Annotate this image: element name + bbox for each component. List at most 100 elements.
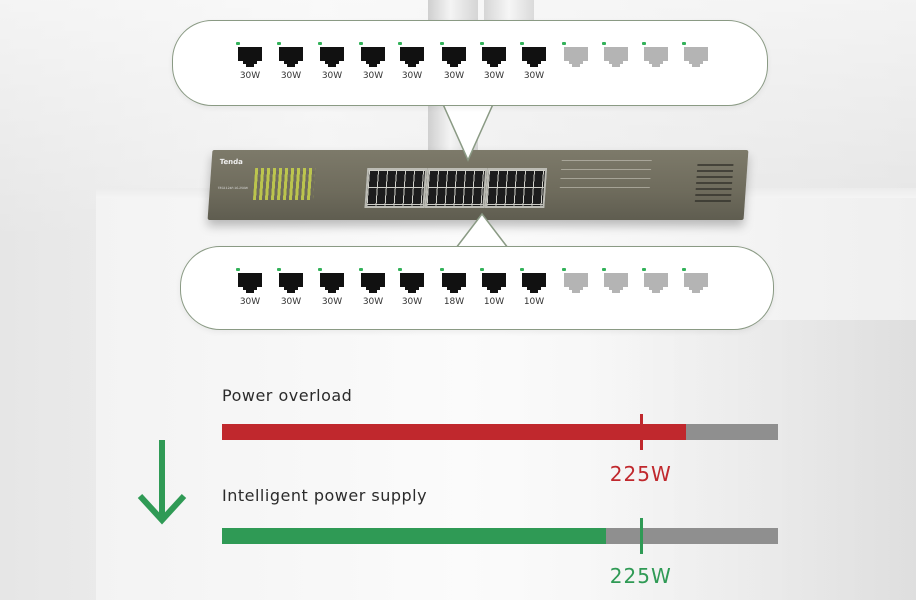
- ethernet-port-icon: 30W: [396, 268, 428, 307]
- ethernet-port-icon: 18W: [438, 268, 470, 307]
- ethernet-port-icon: 30W: [357, 268, 389, 307]
- ethernet-port-icon: [680, 268, 712, 297]
- port-led-icon: [562, 268, 566, 271]
- intelligent-supply-limit-marker: [640, 518, 644, 554]
- ethernet-port-icon: [680, 42, 712, 71]
- ethernet-port-icon: 10W: [518, 268, 550, 307]
- port-led-icon: [318, 268, 322, 271]
- top-bubble-tail: [441, 100, 495, 162]
- ethernet-port-icon: 30W: [316, 268, 348, 307]
- port-led-icon: [642, 268, 646, 271]
- ethernet-port-icon: 30W: [316, 42, 348, 81]
- port-led-icon: [520, 268, 524, 271]
- ethernet-port-icon: 30W: [275, 42, 307, 81]
- ethernet-jack: [520, 42, 546, 67]
- ethernet-jack: [520, 268, 546, 293]
- ethernet-jack: [682, 42, 708, 67]
- power-overload-title: Power overload: [222, 386, 353, 405]
- port-led-icon: [642, 42, 646, 45]
- intelligent-supply-fill: [222, 528, 606, 544]
- bottom-bubble-tail: [455, 212, 509, 250]
- ethernet-jack: [318, 42, 344, 67]
- ethernet-port-icon: 30W: [234, 268, 266, 307]
- device-port-block-3: [484, 168, 548, 208]
- power-overload-fill: [222, 424, 687, 440]
- device-port-block-1: [364, 168, 428, 208]
- port-led-icon: [398, 42, 402, 45]
- arrow-down-icon: [137, 440, 187, 525]
- device-led-panel: [252, 168, 316, 200]
- port-power-label: 30W: [443, 71, 465, 81]
- port-power-label: 30W: [239, 71, 261, 81]
- ethernet-port-icon: [640, 268, 672, 297]
- ethernet-jack: [480, 42, 506, 67]
- port-led-icon: [440, 268, 444, 271]
- port-power-label: 30W: [401, 71, 423, 81]
- pedestal-shadow: [580, 320, 916, 600]
- ethernet-port-icon: [600, 42, 632, 71]
- ethernet-port-icon: [560, 268, 592, 297]
- ethernet-port-icon: [600, 268, 632, 297]
- port-led-icon: [359, 268, 363, 271]
- ethernet-jack: [480, 268, 506, 293]
- port-led-icon: [682, 268, 686, 271]
- ethernet-jack: [602, 42, 628, 67]
- ethernet-port-icon: 10W: [478, 268, 510, 307]
- ethernet-jack: [642, 42, 668, 67]
- port-led-icon: [236, 268, 240, 271]
- port-led-icon: [440, 42, 444, 45]
- device-brand-logo: Tenda: [219, 158, 244, 166]
- power-overload-limit-label: 225W: [609, 462, 672, 486]
- ethernet-jack: [602, 268, 628, 293]
- ethernet-jack: [318, 268, 344, 293]
- ethernet-jack: [440, 42, 466, 67]
- port-power-label: 30W: [401, 297, 423, 307]
- ethernet-jack: [398, 42, 424, 67]
- ethernet-jack: [277, 42, 303, 67]
- port-led-icon: [602, 42, 606, 45]
- port-power-label: 18W: [443, 297, 465, 307]
- power-overload-bar: [222, 424, 778, 440]
- port-led-icon: [318, 42, 322, 45]
- intelligent-supply-title: Intelligent power supply: [222, 486, 428, 505]
- ethernet-jack: [682, 268, 708, 293]
- ethernet-jack: [236, 268, 262, 293]
- port-led-icon: [277, 42, 281, 45]
- ethernet-jack: [359, 42, 385, 67]
- port-led-icon: [277, 268, 281, 271]
- port-led-icon: [236, 42, 240, 45]
- port-power-label: 30W: [280, 71, 302, 81]
- bottom-port-bubble: 30W 30W 30W 30W 30W 18W 10W 10W: [180, 246, 774, 330]
- port-led-icon: [602, 268, 606, 271]
- ethernet-jack: [398, 268, 424, 293]
- port-power-label: 30W: [362, 71, 384, 81]
- ethernet-port-icon: [560, 42, 592, 71]
- device-model-text: TEG1124P-16-250W: [217, 186, 249, 190]
- ethernet-port-icon: 30W: [357, 42, 389, 81]
- ethernet-port-icon: [640, 42, 672, 71]
- port-power-label: 30W: [321, 71, 343, 81]
- ethernet-jack: [236, 42, 262, 67]
- port-power-label: 30W: [280, 297, 302, 307]
- port-power-label: 10W: [523, 297, 545, 307]
- port-power-label: 30W: [239, 297, 261, 307]
- intelligent-supply-bar: [222, 528, 778, 544]
- port-power-label: 10W: [483, 297, 505, 307]
- port-led-icon: [480, 268, 484, 271]
- device-port-block-2: [424, 168, 488, 208]
- device-spec-text: [559, 160, 652, 190]
- port-led-icon: [520, 42, 524, 45]
- device-vents: [694, 164, 734, 204]
- ethernet-jack: [562, 42, 588, 67]
- ethernet-jack: [440, 268, 466, 293]
- ethernet-port-icon: 30W: [275, 268, 307, 307]
- port-led-icon: [480, 42, 484, 45]
- power-overload-limit-marker: [640, 414, 644, 450]
- ethernet-jack: [562, 268, 588, 293]
- ethernet-port-icon: 30W: [234, 42, 266, 81]
- intelligent-supply-limit-label: 225W: [609, 564, 672, 588]
- port-led-icon: [562, 42, 566, 45]
- ethernet-port-icon: 30W: [478, 42, 510, 81]
